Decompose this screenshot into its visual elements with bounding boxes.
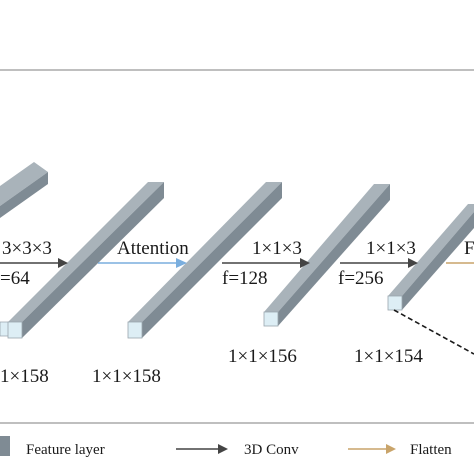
feature-layer-2 [7, 182, 164, 339]
conv1-filters-label: =64 [0, 268, 30, 289]
legend: Feature layer 3D Conv Flatten [0, 436, 452, 458]
tan-arrow-icon [348, 444, 396, 454]
layer1-size-label: 1×158 [0, 366, 49, 387]
layer4-size-label: 1×1×154 [354, 346, 423, 367]
feature-layer-5 [387, 204, 474, 311]
feature-layer-3 [127, 182, 282, 339]
feature-layer-4 [263, 184, 390, 327]
layer3-size-label: 1×1×156 [228, 346, 297, 367]
legend-feature-layer-label: Feature layer [26, 442, 105, 458]
conv3-filters-label: f=256 [338, 268, 384, 289]
attention-arrow [98, 258, 187, 268]
dark-arrow-icon [176, 444, 228, 454]
conv-arrow-2 [222, 258, 310, 268]
layer2-size-label: 1×1×158 [92, 366, 161, 387]
conv3-kernel-label: 1×1×3 [366, 238, 416, 259]
attention-label: Attention [117, 238, 189, 259]
conv-arrow-3 [340, 258, 418, 268]
conv-arrow-1 [0, 258, 68, 268]
conv2-kernel-label: 1×1×3 [252, 238, 302, 259]
legend-3d-conv-label: 3D Conv [244, 442, 299, 458]
dashed-connector-line [393, 309, 474, 355]
conv1-kernel-label: 3×3×3 [2, 238, 52, 259]
legend-flatten-label: Flatten [410, 442, 452, 458]
conv2-filters-label: f=128 [222, 268, 268, 289]
partial-right-label: F [464, 238, 474, 259]
feature-layer-swatch-icon [0, 436, 10, 456]
